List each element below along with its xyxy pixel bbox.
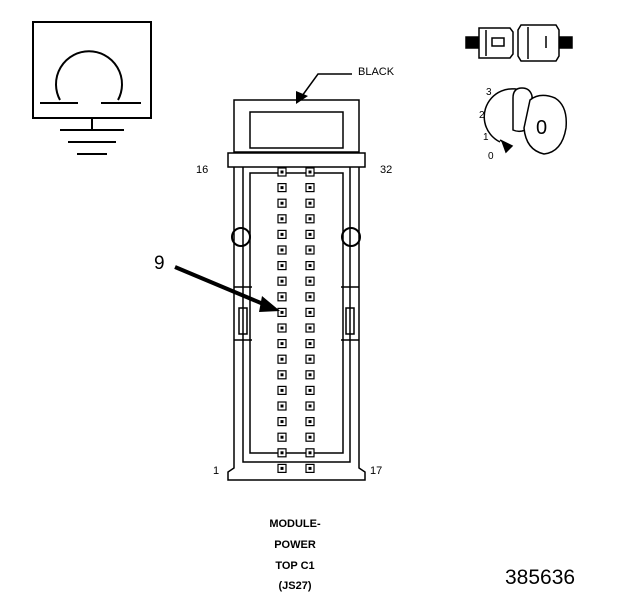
terminal-contact: [280, 186, 284, 190]
terminal-contact: [308, 295, 312, 299]
terminal-contact: [280, 232, 284, 236]
terminal-contact: [308, 404, 312, 408]
terminal-contact: [308, 420, 312, 424]
color-leader-arrow: [296, 73, 352, 104]
callout-pin-number: 9: [154, 253, 165, 274]
terminal-contact: [280, 388, 284, 392]
terminal-contact: [280, 264, 284, 268]
terminal-contact: [308, 170, 312, 174]
terminal-contact: [308, 186, 312, 190]
terminal-contact: [308, 217, 312, 221]
terminal-contact: [308, 279, 312, 283]
connector-color-label: BLACK: [358, 66, 395, 78]
terminal-contact: [308, 357, 312, 361]
caption-line-4: (JS27): [278, 580, 312, 592]
terminal-contact: [308, 264, 312, 268]
terminal-contact: [280, 326, 284, 330]
key-position-0: 0: [488, 151, 494, 162]
ignition-key-icon: [483, 87, 568, 155]
terminal-contact: [308, 326, 312, 330]
terminal-contact: [280, 420, 284, 424]
caption-line-1: MODULE-: [269, 518, 321, 530]
terminal-grid: [277, 167, 315, 473]
terminal-contact: [308, 388, 312, 392]
terminal-contact: [280, 279, 284, 283]
terminal-contact: [308, 232, 312, 236]
terminal-contact: [308, 248, 312, 252]
terminal-contact: [280, 295, 284, 299]
ground-symbol-icon: [32, 21, 152, 155]
terminal-contact: [280, 201, 284, 205]
terminal-contact: [280, 357, 284, 361]
terminal-contact: [308, 342, 312, 346]
connector-body: [227, 99, 366, 481]
figure-number: 385636: [505, 566, 576, 589]
connector-plug-icon: [465, 24, 573, 62]
pin-label-bottom-right: 17: [370, 465, 383, 477]
terminal-contact: [308, 466, 312, 470]
terminal-contact: [280, 451, 284, 455]
terminal-contact: [280, 342, 284, 346]
pin-label-bottom-left: 1: [213, 465, 220, 477]
key-digit: 0: [536, 117, 548, 139]
pin-label-top-left: 16: [196, 164, 209, 176]
terminal-contact: [308, 373, 312, 377]
pin-label-top-right: 32: [380, 164, 393, 176]
terminal-contact: [308, 310, 312, 314]
terminal-contact: [280, 466, 284, 470]
terminal-contact: [280, 435, 284, 439]
terminal-contact: [280, 404, 284, 408]
terminal-contact: [280, 170, 284, 174]
terminal-contact: [280, 310, 284, 314]
caption-line-3: TOP C1: [275, 560, 315, 572]
pin-callout-arrow: [174, 265, 280, 312]
terminal-contact: [308, 435, 312, 439]
key-position-1: 1: [483, 132, 489, 143]
key-position-3: 3: [486, 87, 492, 98]
key-position-2: 2: [479, 110, 485, 121]
terminal-contact: [308, 451, 312, 455]
terminal-contact: [280, 217, 284, 221]
terminal-contact: [308, 201, 312, 205]
terminal-contact: [280, 373, 284, 377]
caption-line-2: POWER: [274, 539, 316, 551]
terminal-contact: [280, 248, 284, 252]
